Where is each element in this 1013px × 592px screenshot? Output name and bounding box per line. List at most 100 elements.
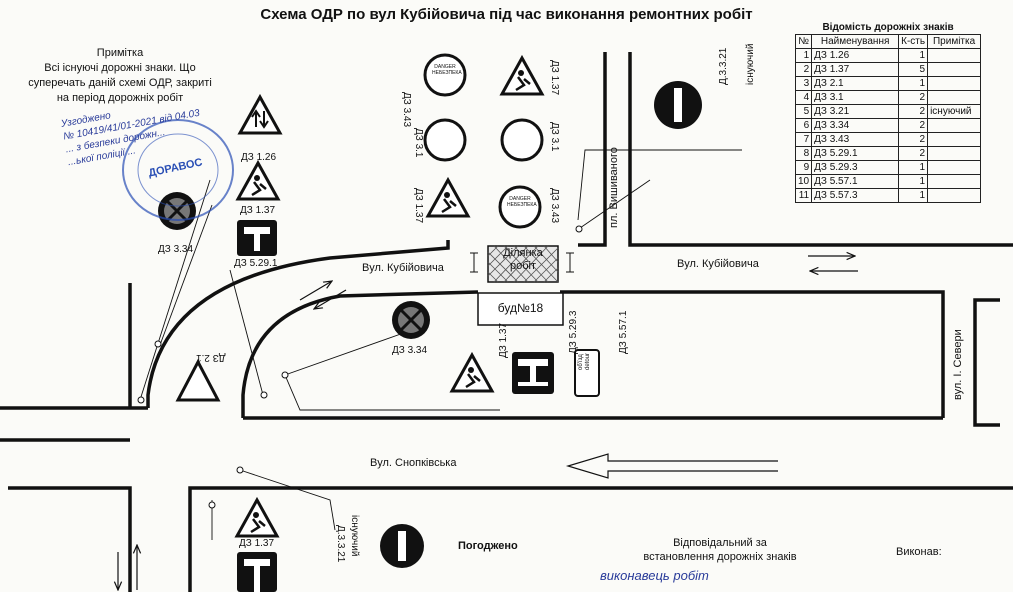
ledger-header: № [794, 34, 813, 49]
ledger-cell: 8 [794, 146, 813, 161]
work-zone [470, 245, 574, 283]
sign-label: ДЗ 1.37 [549, 60, 560, 96]
no-entry-icon [654, 81, 702, 129]
sign-label: Д.3.3.21 [718, 47, 729, 85]
detour-plate-icon [574, 349, 600, 397]
sign-label: існуючий [349, 515, 360, 557]
danger-plate-text: DANGER НЕБЕЗПЕКА [507, 196, 537, 208]
curb [973, 298, 1000, 427]
building-box [477, 292, 564, 326]
sign-label: ДЗ 5.57.1 [618, 310, 629, 354]
street-label: Вул. Кубійовича [362, 262, 444, 274]
danger-plate-icon [423, 53, 467, 97]
sign-ledger-table: Відомість дорожніх знаків № Найменування… [794, 22, 982, 203]
danger-plate-text: DANGER НЕБЕЗПЕКА [432, 64, 462, 76]
ledger-cell: 1 [898, 188, 929, 203]
responsible-text: встановлення дорожніх знаків [643, 551, 797, 563]
danger-text: НЕБЕЗПЕКА [507, 202, 537, 208]
dead-end-sign-icon [237, 220, 277, 256]
curb [241, 290, 479, 418]
sign-label: ДЗ 1.26 [241, 152, 277, 163]
street-label: Вул. Кубійовича [677, 258, 759, 270]
ledger-cell: 9 [794, 160, 813, 175]
sign-label: ДЗ 1.37 [498, 322, 509, 358]
arrow-icon [314, 289, 347, 309]
note-line-3: на період дорожніх робіт [56, 92, 184, 104]
executed-label: Виконав: [896, 546, 942, 558]
arrow-icon [299, 281, 332, 301]
sign-label: ДЗ 5.29.3 [568, 310, 579, 354]
sign-label: ДЗ 3.34 [158, 244, 194, 255]
dead-end-sign-icon [237, 552, 277, 592]
street-label: вул. І. Севери [952, 329, 964, 400]
sign-label: Д.3.3.21 [335, 525, 346, 563]
approval-stamp [122, 119, 234, 221]
sign-label: ДЗ 1.37 [413, 188, 424, 224]
responsible-text: Відповідальний за [673, 537, 767, 549]
traffic-arrows [118, 256, 858, 590]
pole-markers [137, 225, 583, 509]
responsible-label: Відповідальний за встановлення дорожніх … [610, 536, 830, 564]
sign-label: ДЗ 3.1 [413, 128, 424, 158]
curbs [0, 52, 1013, 592]
danger-text: НЕБЕЗПЕКА [432, 70, 462, 76]
ledger-title: Відомість дорожніх знаків [822, 22, 954, 33]
danger-plate-icon [498, 185, 542, 229]
danger-text: DANGER [434, 64, 456, 70]
street-label: пл. Вишиваного [608, 147, 620, 228]
ledger-cell [927, 188, 982, 203]
sign-label: ДЗ 1.37 [240, 205, 276, 216]
road-works-icon [449, 351, 495, 393]
work-zone-label: Ділянка робіт [488, 247, 558, 273]
ledger-cell: ДЗ 5.57.3 [811, 188, 900, 203]
sign-label: ДЗ 5.29.1 [234, 258, 278, 269]
warning-two-way-icon [237, 93, 283, 135]
note-heading: Примітка [96, 47, 144, 59]
sign-label: існуючий [745, 43, 756, 85]
street-label: Вул. Снопківська [370, 457, 457, 469]
danger-text: DANGER [509, 196, 531, 202]
road-works-icon [234, 496, 280, 538]
note-line-1: Всі існуючі дорожні знаки. Що [44, 62, 196, 74]
work-zone-text: Ділянка [503, 247, 543, 259]
no-stopping-icon [392, 301, 430, 339]
no-entry-icon [380, 524, 424, 568]
sign-label: ДЗ 3.43 [401, 92, 412, 128]
dead-end-sign-icon [512, 352, 554, 394]
curb [578, 52, 607, 247]
detour-text: об'їзд [578, 354, 584, 370]
page-title: Схема ОДР по вул Кубійовича під час вико… [260, 6, 753, 23]
curb [146, 240, 450, 408]
work-zone-text: робіт [509, 260, 537, 272]
curb [560, 290, 945, 418]
curb [8, 486, 132, 592]
road-works-icon [235, 159, 281, 201]
curb [188, 486, 1013, 592]
big-arrow-icon [565, 453, 778, 479]
detour-plate-text: об'їзд detour [578, 353, 592, 370]
agreed-label: Погоджено [458, 540, 518, 552]
detour-text: detour [585, 352, 591, 370]
ledger-cell: 11 [794, 188, 813, 203]
no-entry-empty-circle-icon [423, 118, 467, 162]
note-block: Примітка Всі існуючі дорожні знаки. Що с… [0, 46, 240, 106]
building-label: буд№18 [497, 301, 544, 315]
give-way-icon [175, 358, 221, 402]
handwritten-signature: виконавець робіт [600, 568, 709, 583]
road-works-icon [499, 54, 545, 96]
no-stopping-icon [158, 192, 196, 230]
sign-label: ДЗ 3.1 [549, 122, 560, 152]
no-entry-empty-circle-icon [500, 118, 544, 162]
sign-label: ДЗ 2.1 [196, 352, 226, 363]
road-works-icon [425, 176, 471, 218]
sign-label: ДЗ 1.37 [239, 538, 275, 549]
curb [628, 52, 1013, 247]
ledger-cell: 3 [794, 76, 813, 91]
sign-label: ДЗ 3.34 [392, 345, 428, 356]
